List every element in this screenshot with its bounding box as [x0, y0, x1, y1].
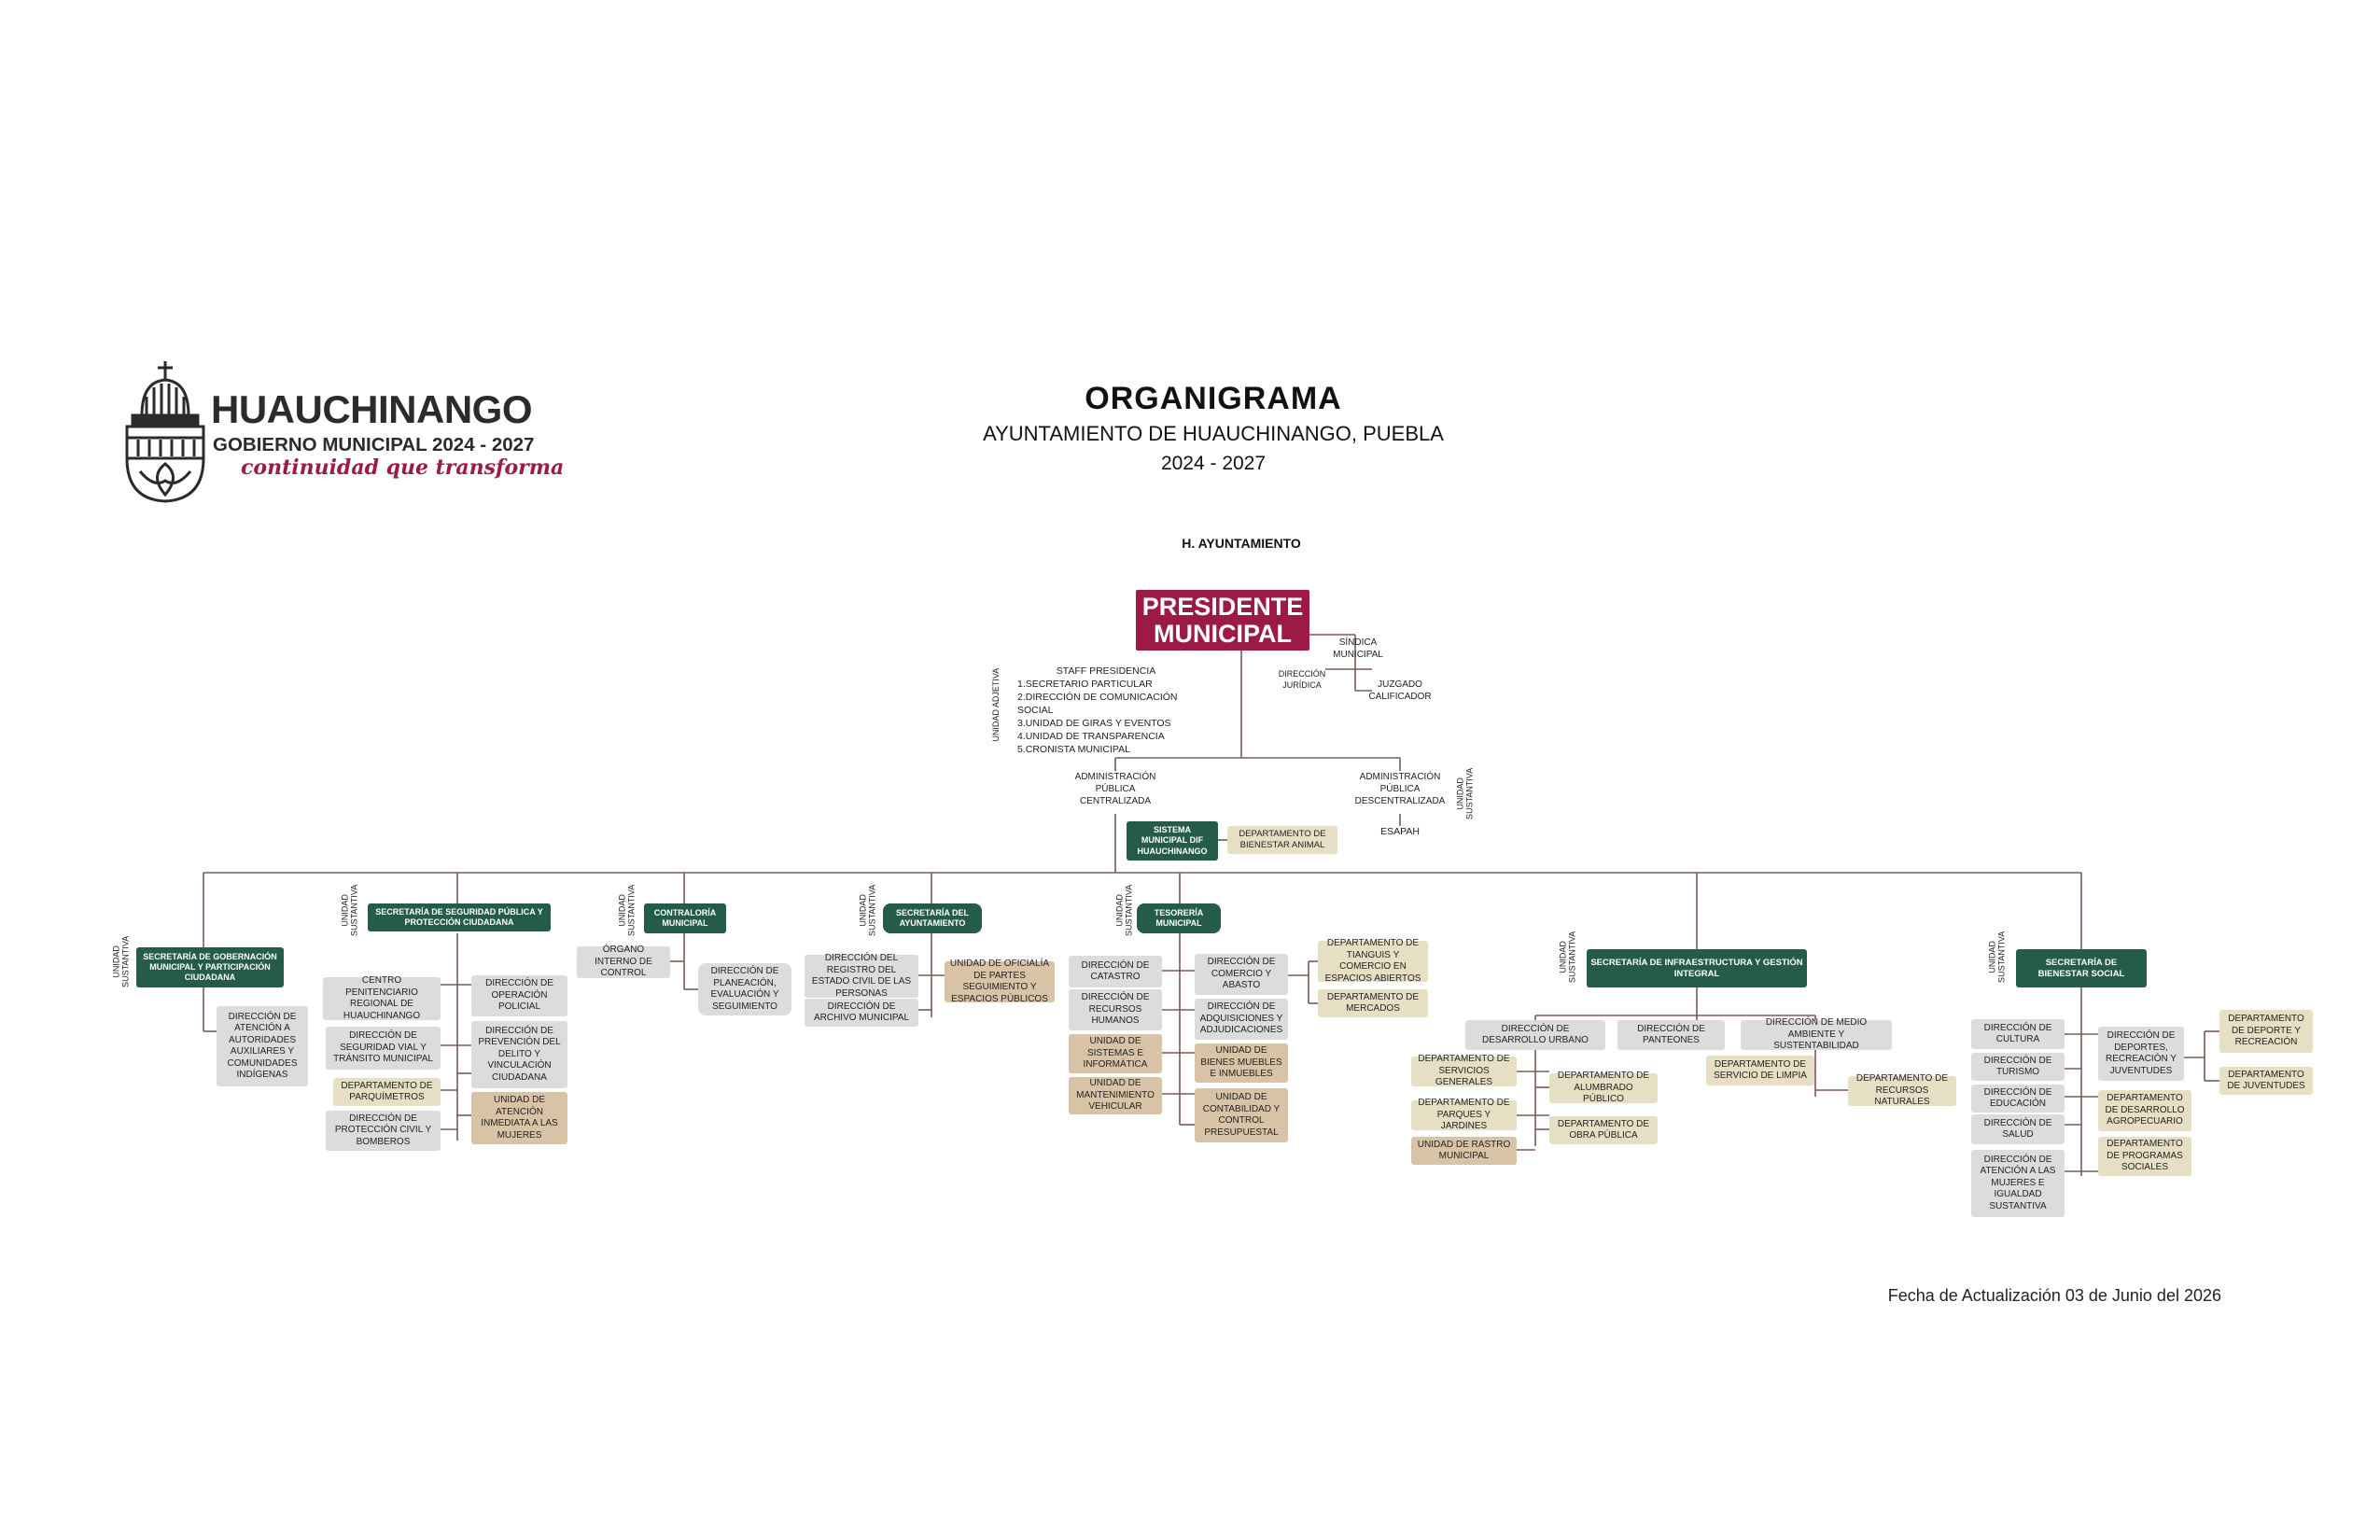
infraestructura-dir-box: DIRECCIÓN DE DESARROLLO URBANO [1465, 1020, 1605, 1050]
urbano-left-box: DEPARTAMENTO DE PARQUES Y JARDINES [1411, 1098, 1517, 1131]
urbano-right-box: DEPARTAMENTO DE OBRA PÚBLICA [1549, 1116, 1658, 1144]
bienestar-right-box: DEPARTAMENTO DE DESARROLLO AGROPECUARIO [2098, 1090, 2191, 1131]
update-date: Fecha de Actualización 03 de Junio del 2… [1887, 1286, 2221, 1305]
tesoreria-far-box: DEPARTAMENTO DE TIANGUIS Y COMERCIO EN E… [1318, 938, 1428, 984]
secretaria-seguridad-box: SECRETARÍA DE SEGURIDAD PÚBLICA Y PROTEC… [368, 903, 551, 931]
urbano-left-box: UNIDAD DE RASTRO MUNICIPAL [1411, 1137, 1517, 1165]
direccion-juridica-label: DIRECCIÓN JURÍDICA [1278, 669, 1326, 690]
tesoreria-far-box: DEPARTAMENTO DE MERCADOS [1318, 989, 1428, 1017]
unidad-sustantiva-label: UNIDAD SUSTANTIVA [111, 935, 131, 987]
esapah-label: ESAPAH [1380, 826, 1420, 837]
unidad-sustantiva-label: UNIDAD SUSTANTIVA [617, 884, 637, 936]
bienestar-far-box: DEPARTAMENTO DE DEPORTE Y RECREACIÓN [2219, 1010, 2313, 1053]
registro-civil-box: DIRECCIÓN DEL REGISTRO DEL ESTADO CIVIL … [805, 953, 918, 999]
urbano-right-box: DEPARTAMENTO DE ALUMBRADO PÚBLICO [1549, 1071, 1658, 1104]
presidente-municipal-box: PRESIDENTE MUNICIPAL [1136, 590, 1309, 651]
logo: HUAUCHINANGO GOBIERNO MUNICIPAL 2024 - 2… [121, 359, 564, 509]
page-title: ORGANIGRAMA [1085, 381, 1342, 416]
seguridad-right-box: UNIDAD DE ATENCIÓN INMEDIATA A LAS MUJER… [471, 1092, 567, 1144]
bienestar-animal-box: DEPARTAMENTO DE BIENESTAR ANIMAL [1227, 826, 1337, 854]
logo-subtitle: GOBIERNO MUNICIPAL 2024 - 2027 [213, 434, 535, 455]
seguridad-right-box: DIRECCIÓN DE PREVENCIÓN DEL DELITO Y VIN… [471, 1021, 567, 1088]
staff-item: 5.CRONISTA MUNICIPAL [1017, 743, 1130, 755]
unidad-sustantiva-label: UNIDAD SUSTANTIVA [858, 884, 877, 936]
admin-descentralizada-label: ADMINISTRACIÓN PÚBLICA DESCENTRALIZADA [1354, 772, 1446, 806]
logo-slogan: continuidad que transforma [241, 455, 565, 480]
unidad-adjetiva-label: UNIDAD ADJETIVA [990, 667, 1001, 742]
infraestructura-dir-box: DIRECCIÓN DE PANTEONES [1617, 1020, 1725, 1050]
gobernacion-child-box: DIRECCIÓN DE ATENCIÓN A AUTORIDADES AUXI… [217, 1006, 308, 1086]
bienestar-left-box: DIRECCIÓN DE TURISMO [1971, 1053, 2065, 1081]
bienestar-left-box: DIRECCIÓN DE SALUD [1971, 1114, 2065, 1144]
seguridad-left-box: DIRECCIÓN DE PROTECCIÓN CIVIL Y BOMBEROS [326, 1111, 441, 1151]
staff-presidencia: STAFF PRESIDENCIA 1.SECRETARIO PARTICULA… [1017, 665, 1213, 757]
bienestar-left-box: DIRECCIÓN DE CULTURA [1971, 1019, 2065, 1049]
tesoreria-left-box: UNIDAD DE SISTEMAS E INFORMÁTICA [1069, 1034, 1162, 1073]
unidad-sustantiva-label: UNIDAD SUSTANTIVA [340, 884, 359, 936]
juzgado-label: JUZGADO CALIFICADOR [1368, 679, 1432, 702]
bienestar-far-box: DEPARTAMENTO DE JUVENTUDES [2219, 1067, 2313, 1095]
tesoreria-right-box: UNIDAD DE CONTABILIDAD Y CONTROL PRESUPU… [1195, 1088, 1288, 1142]
unidad-sustantiva-label: UNIDAD SUSTANTIVA [1987, 931, 2007, 983]
dif-box: SISTEMA MUNICIPAL DIF HUAUCHINANGO [1127, 821, 1218, 861]
bienestar-right-box: DEPARTAMENTO DE PROGRAMAS SOCIALES [2098, 1137, 2191, 1176]
admin-centralizada-label: ADMINISTRACIÓN PÚBLICA CENTRALIZADA [1074, 772, 1156, 806]
secretaria-ayuntamiento-box: SECRETARÍA DEL AYUNTAMIENTO [883, 903, 982, 933]
bienestar-left-box: DIRECCIÓN DE EDUCACIÓN [1971, 1085, 2065, 1113]
tesoreria-right-box: UNIDAD DE BIENES MUEBLES E INMUEBLES [1195, 1043, 1288, 1083]
tesoreria-right-box: DIRECCIÓN DE COMERCIO Y ABASTO [1195, 954, 1288, 995]
secretaria-gobernacion-box: SECRETARÍA DE GOBERNACIÓN MUNICIPAL Y PA… [136, 947, 284, 987]
staff-title: STAFF PRESIDENCIA [1056, 665, 1156, 677]
seguridad-left-box: CENTRO PENITENCIARIO REGIONAL DE HUAUCHI… [323, 975, 441, 1021]
staff-item: 1.SECRETARIO PARTICULAR [1017, 678, 1153, 690]
ambiente-box: DEPARTAMENTO DE RECURSOS NATURALES [1848, 1073, 1956, 1107]
unidad-sustantiva-label: UNIDAD SUSTANTIVA [1114, 884, 1134, 936]
tesoreria-left-box: DIRECCIÓN DE RECURSOS HUMANOS [1069, 989, 1162, 1030]
oficialia-box: UNIDAD DE OFICIALÍA DE PARTES SEGUIMIENT… [945, 959, 1055, 1004]
unidad-sustantiva-label: UNIDAD SUSTANTIVA [1558, 931, 1577, 983]
ayuntamiento-label: H. AYUNTAMIENTO [1182, 536, 1301, 551]
urbano-left-box: DEPARTAMENTO DE SERVICIOS GENERALES [1411, 1054, 1517, 1087]
staff-item: 2.DIRECCIÓN DE COMUNICACIÓN SOCIAL [1017, 691, 1178, 716]
planeacion-box: DIRECCIÓN DE PLANEACIÓN, EVALUACIÓN Y SE… [698, 963, 791, 1015]
archivo-box: DIRECCIÓN DE ARCHIVO MUNICIPAL [805, 999, 918, 1027]
staff-item: 3.UNIDAD DE GIRAS Y EVENTOS [1017, 717, 1171, 729]
secretaria-bienestar-box: SECRETARÍA DE BIENESTAR SOCIAL [2016, 949, 2147, 987]
tesoreria-right-box: DIRECCIÓN DE ADQUISICIONES Y ADJUDICACIO… [1195, 999, 1288, 1040]
seguridad-left-box: DIRECCIÓN DE SEGURIDAD VIAL Y TRÁNSITO M… [326, 1027, 441, 1070]
logo-name: HUAUCHINANGO [211, 387, 533, 431]
contraloria-box: CONTRALORÍA MUNICIPAL [644, 903, 726, 933]
seguridad-left-box: DEPARTAMENTO DE PARQUÍMETROS [333, 1078, 441, 1106]
secretaria-infraestructura-box: SECRETARÍA DE INFRAESTRUCTURA Y GESTIÓN … [1587, 949, 1807, 987]
page-subtitle: AYUNTAMIENTO DE HUAUCHINANGO, PUEBLA [983, 422, 1444, 445]
staff-item: 4.UNIDAD DE TRANSPARENCIA [1017, 730, 1165, 742]
organo-interno-box: ÓRGANO INTERNO DE CONTROL [577, 945, 670, 978]
sindica-label: SÍNDICA MUNICIPAL [1333, 637, 1383, 660]
cathedral-logo-icon [125, 361, 205, 503]
tesoreria-box: TESORERÍA MUNICIPAL [1137, 903, 1221, 933]
page-period: 2024 - 2027 [1160, 453, 1267, 474]
bienestar-right-box: DIRECCIÓN DE DEPORTES, RECREACIÓN Y JUVE… [2098, 1027, 2184, 1081]
seguridad-right-box: DIRECCIÓN DE OPERACIÓN POLICIAL [471, 975, 567, 1016]
tesoreria-left-box: UNIDAD DE MANTENIMIENTO VEHICULAR [1069, 1077, 1162, 1114]
bienestar-left-box: DIRECCIÓN DE ATENCIÓN A LAS MUJERES E IG… [1971, 1150, 2065, 1217]
ambiente-box: DEPARTAMENTO DE SERVICIO DE LIMPIA [1706, 1056, 1814, 1085]
unidad-sustantiva-label: UNIDAD SUSTANTIVA [1455, 767, 1475, 819]
tesoreria-left-box: DIRECCIÓN DE CATASTRO [1069, 956, 1162, 987]
infraestructura-dir-box: DIRECCIÓN DE MEDIO AMBIENTE Y SUSTENTABI… [1741, 1017, 1892, 1051]
